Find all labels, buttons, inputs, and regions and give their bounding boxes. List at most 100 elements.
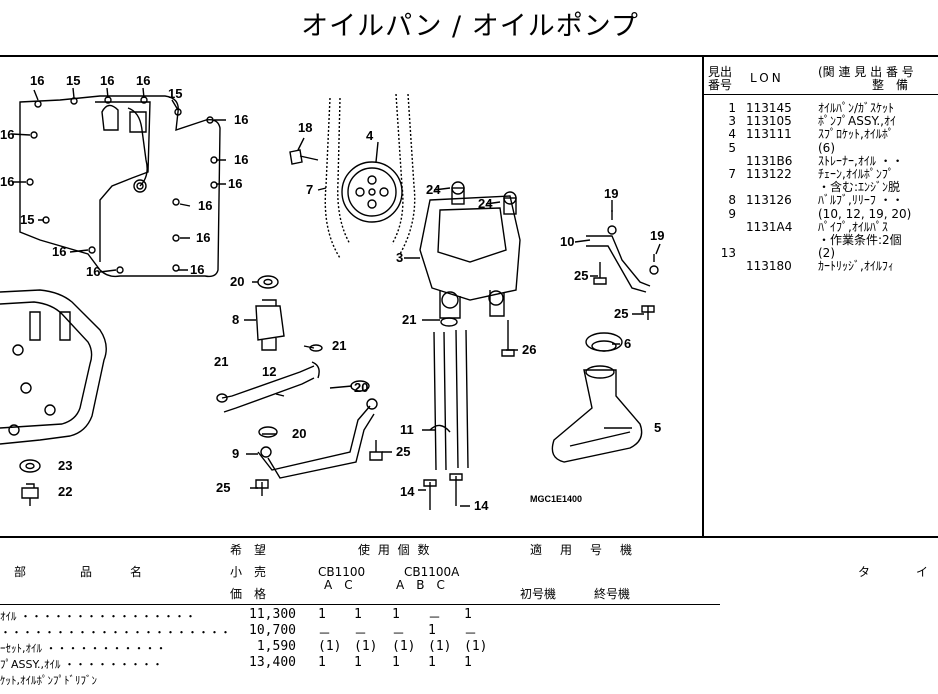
table-row-qty: 1 xyxy=(464,607,472,622)
table-row-price: 10,700 xyxy=(249,623,296,638)
callout-15: 15 xyxy=(66,73,80,88)
relief-valve xyxy=(255,299,285,351)
list-item-number: 8 xyxy=(728,193,736,208)
list-item-number: 1 xyxy=(728,101,736,115)
callout-11: 11 xyxy=(400,422,414,437)
callout-18: 18 xyxy=(298,120,312,135)
callout-7: 7 xyxy=(306,182,313,197)
list-item: ・含む:ｴﾝｼﾞﾝ脱 xyxy=(708,181,938,194)
callout-16: 16 xyxy=(0,174,14,189)
list-item: 13 (2) xyxy=(708,247,938,260)
table-header-sub-1: A C xyxy=(324,578,353,592)
list-item-description: ｽﾄﾚｰﾅｰ,ｵｲﾙ ・・ xyxy=(818,153,904,168)
list-item-description: (2) xyxy=(818,246,835,261)
page-title: オイルパン / オイルポンプ xyxy=(301,11,639,42)
table-header-last-unit: 終号機 xyxy=(594,587,631,601)
table-row-qty: 1 xyxy=(354,607,362,622)
list-header-no: 見出 番号 xyxy=(708,65,733,92)
callout-6: 6 xyxy=(624,336,631,351)
list-item-lon: 113105 xyxy=(746,114,792,129)
list-item: 8 113126 ﾊﾞﾙﾌﾞ,ﾘﾘｰﾌ ・・ xyxy=(708,194,938,207)
callout-19: 19 xyxy=(650,228,664,243)
table-row-part-name: ﾌﾟASSY.,ｵｲﾙ ・・・・・・・・・ xyxy=(0,658,163,671)
table-header-rule xyxy=(0,604,720,605)
callout-22: 22 xyxy=(58,484,72,499)
table-row-price: 11,300 xyxy=(249,607,296,622)
table-row-qty: 1 xyxy=(428,655,436,670)
callout-12: 12 xyxy=(262,364,276,379)
table-row-qty: (1) xyxy=(318,639,342,654)
table-row-qty: － xyxy=(318,627,332,642)
callout-25: 25 xyxy=(614,306,628,321)
list-item-lon: 113111 xyxy=(746,127,792,142)
callout-24: 24 xyxy=(478,196,493,211)
table-header-type-char-1: タ xyxy=(858,565,871,579)
table-row-qty: (1) xyxy=(428,639,452,654)
strainer-pipe xyxy=(429,329,469,471)
table-row-qty: 1 xyxy=(392,607,400,622)
table-row-price: 1,590 xyxy=(256,639,296,654)
callout-16: 16 xyxy=(234,152,248,167)
diagram-code: MGC1E1400 xyxy=(530,494,582,504)
list-item-description: (6) xyxy=(818,140,835,155)
callout-16: 16 xyxy=(190,262,204,277)
callout-14: 14 xyxy=(474,498,489,513)
bolt-18 xyxy=(289,149,319,165)
callout-16: 16 xyxy=(136,73,150,88)
callout-9: 9 xyxy=(232,446,239,461)
callout-26: 26 xyxy=(522,342,536,357)
callout-16: 16 xyxy=(100,73,114,88)
callout-20: 20 xyxy=(354,380,368,395)
table-header-price-1: 希 望 xyxy=(230,543,267,557)
table-row-qty: 1 xyxy=(428,623,436,638)
list-item: ・作業条件:2個 xyxy=(708,234,938,247)
list-item-description: ﾁｪｰﾝ,ｵｲﾙﾎﾟﾝﾌﾟ xyxy=(818,167,894,181)
callout-5: 5 xyxy=(654,420,661,435)
oil-pan-gasket xyxy=(19,95,221,278)
oil-pan xyxy=(0,289,107,445)
table-header-sub-2: A B C xyxy=(396,578,445,592)
table-header-price-2: 小 売 xyxy=(230,565,267,579)
callout-16: 16 xyxy=(86,264,100,279)
list-item-lon: 113126 xyxy=(746,193,792,208)
list-item-lon: 1131B6 xyxy=(746,153,793,168)
table-row-qty: (1) xyxy=(354,639,378,654)
list-item-number: 4 xyxy=(728,127,736,142)
callout-25: 25 xyxy=(216,480,230,495)
callout-10: 10 xyxy=(560,234,574,249)
callout-24: 24 xyxy=(426,182,441,197)
table-row-part-name: ｹｯﾄ,ｵｲﾙﾎﾟﾝﾌﾟﾄﾞﾘﾌﾞﾝ xyxy=(0,674,97,687)
oil-pump-assy xyxy=(419,181,521,319)
callout-25: 25 xyxy=(396,444,410,459)
table-header-part-char-1: 部 xyxy=(14,565,27,579)
callout-16: 16 xyxy=(30,73,44,88)
callout-21: 21 xyxy=(214,354,228,369)
exploded-parts-diagram: 16 15 16 16 15 16 16 16 16 16 16 16 15 1… xyxy=(0,73,664,513)
callout-21: 21 xyxy=(402,312,416,327)
list-item: 5(6) xyxy=(708,140,938,155)
list-item-description: ﾊﾞﾙﾌﾞ,ﾘﾘｰﾌ ・・ xyxy=(818,193,904,208)
callout-4: 4 xyxy=(366,128,374,143)
list-item-description: ｵｲﾙﾊﾟﾝ/ｶﾞｽｹｯﾄ xyxy=(818,101,895,115)
list-item-description: ｶｰﾄﾘｯｼﾞ,ｵｲﾙﾌｨ xyxy=(818,259,894,274)
table-header-part-char-2: 品 xyxy=(80,565,93,579)
callout-16: 16 xyxy=(196,230,210,245)
table-row-qty: 1 xyxy=(318,607,326,622)
table-row-qty: － xyxy=(354,627,368,642)
callout-25: 25 xyxy=(574,268,588,283)
table-row-qty: 1 xyxy=(464,655,472,670)
list-item-number: 13 xyxy=(720,246,736,261)
oil-pipe-9 xyxy=(257,405,375,479)
table-header-model-2: CB1100A xyxy=(404,565,460,579)
table-row-qty: (1) xyxy=(464,639,488,654)
table-row-qty: － xyxy=(464,627,478,642)
list-divider xyxy=(702,55,704,537)
table-row-qty: 1 xyxy=(354,655,362,670)
callout-16: 16 xyxy=(0,127,14,142)
